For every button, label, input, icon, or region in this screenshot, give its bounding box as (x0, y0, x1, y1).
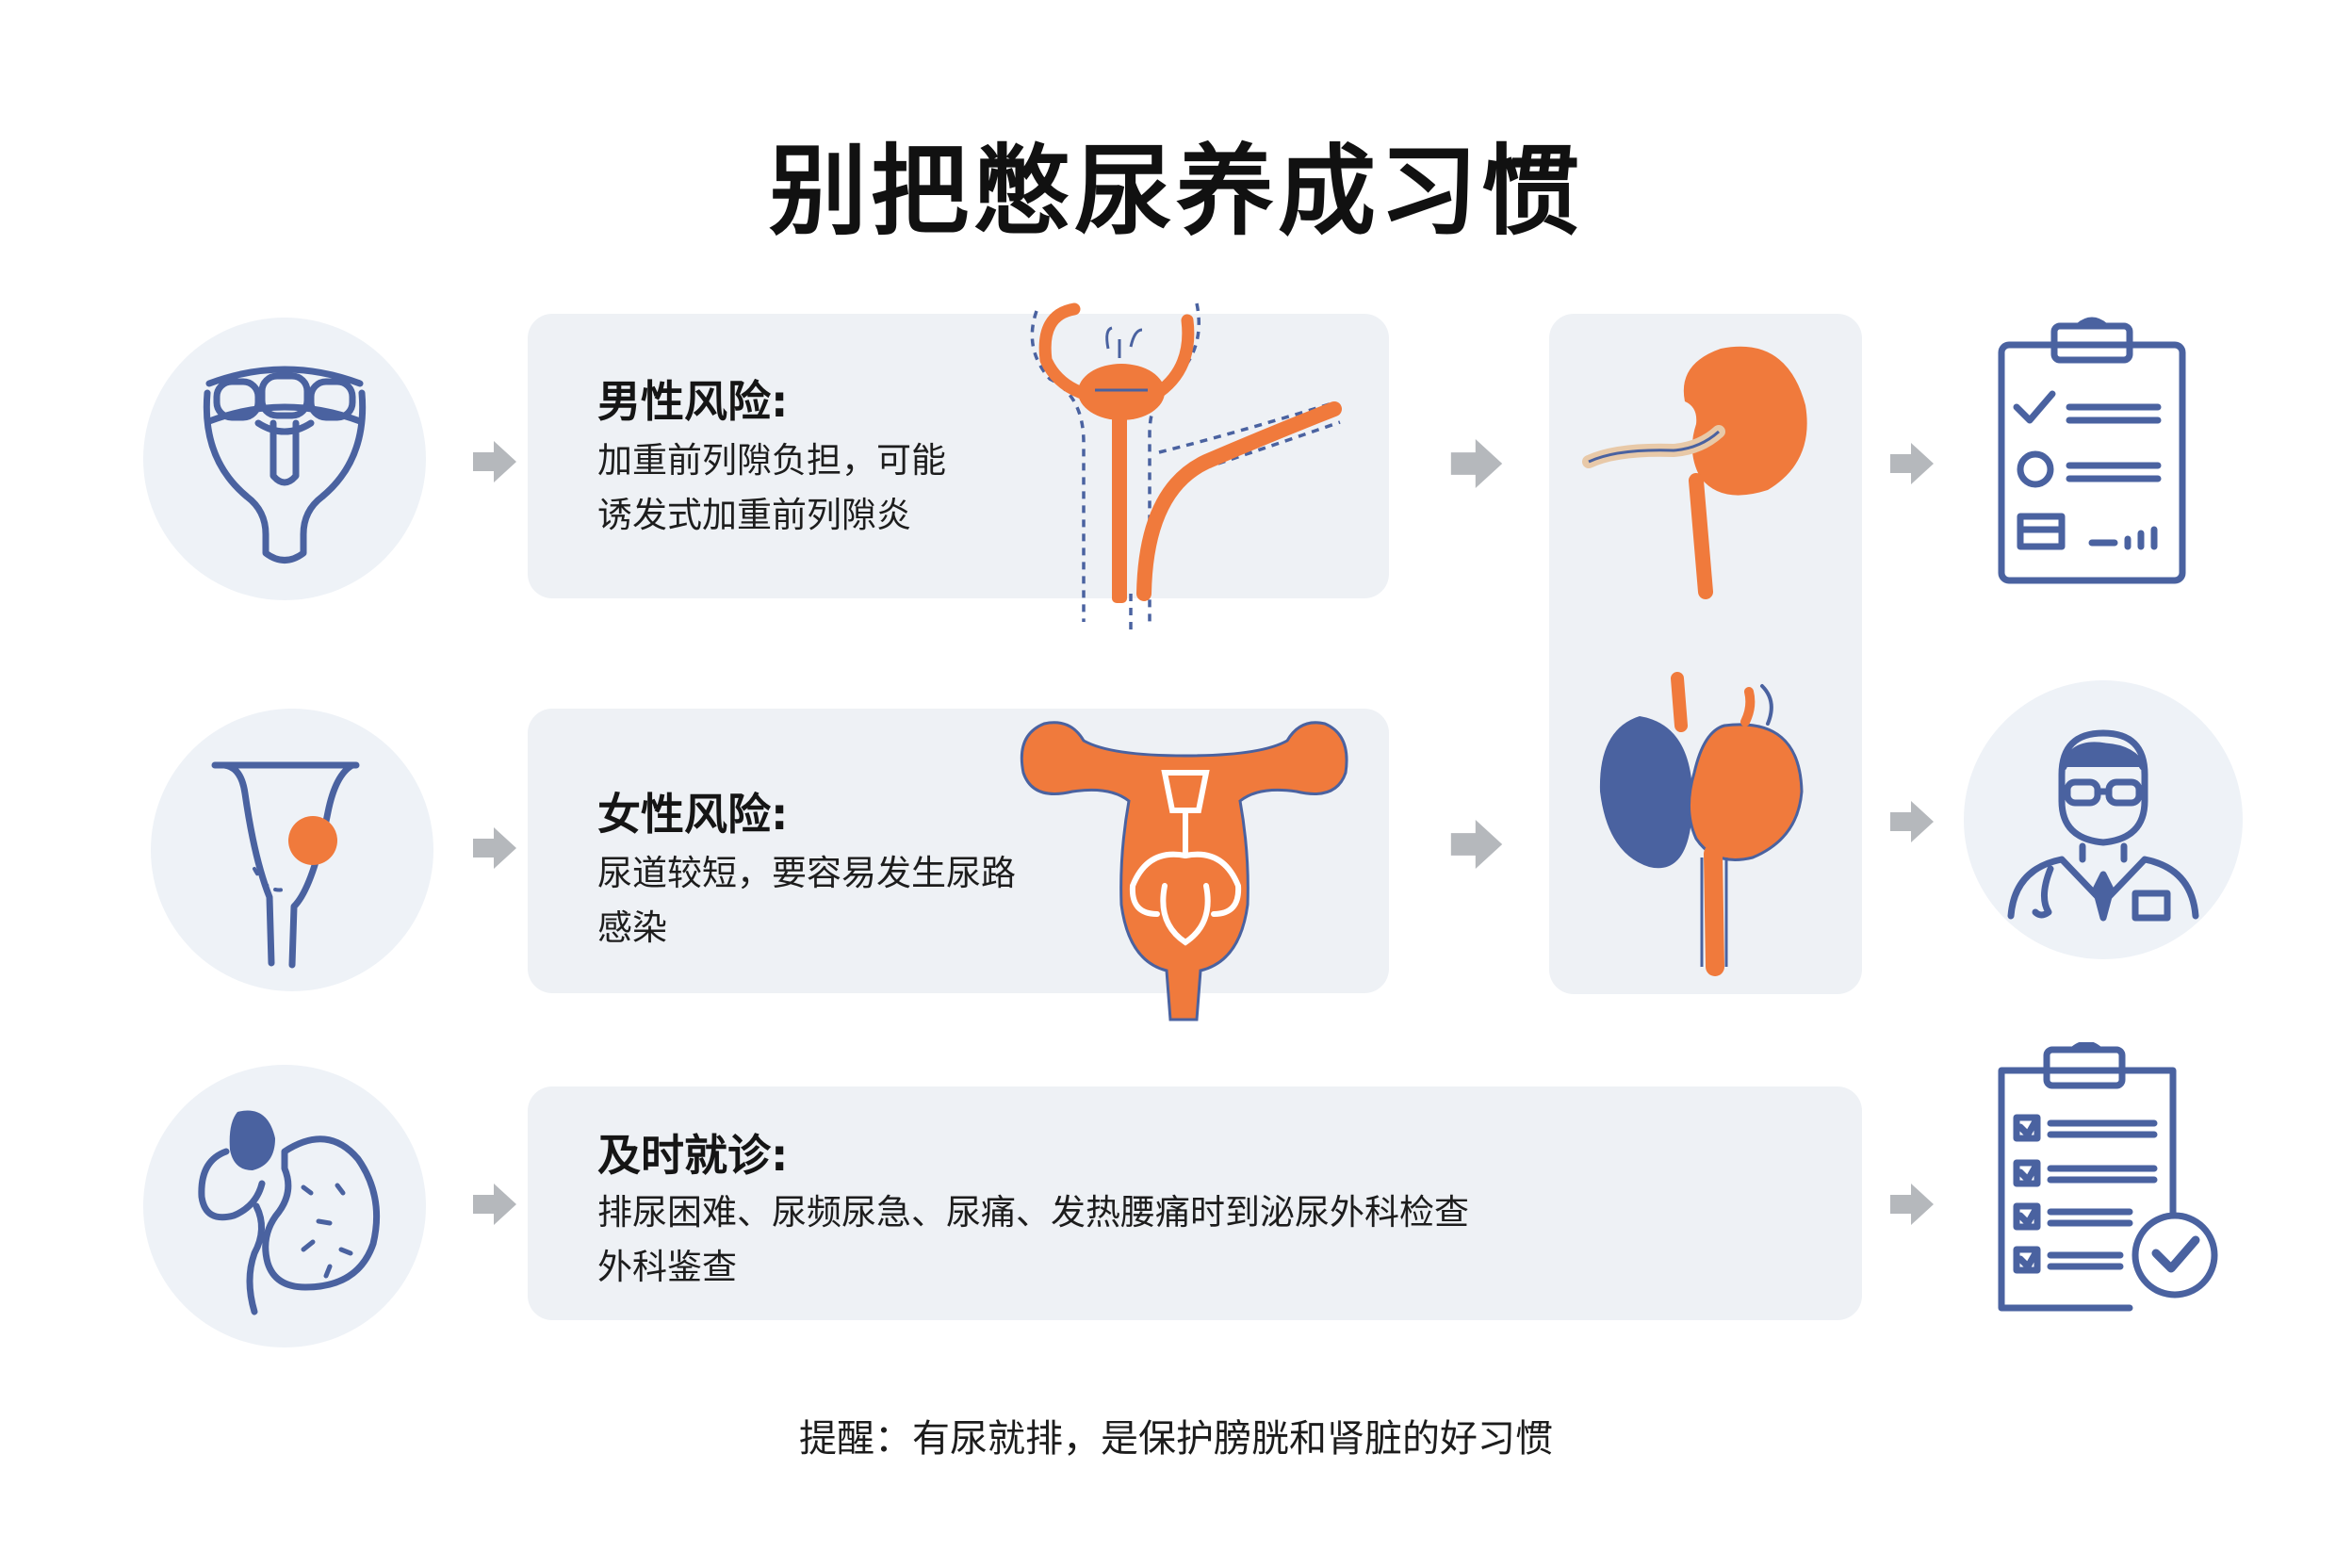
arrow-right-icon (473, 827, 516, 869)
kidney-ureter-icon (1579, 320, 1834, 603)
female-risk-line-1: 尿道较短，要容易发生尿路 (597, 853, 1016, 893)
funnel-bladder-icon (151, 709, 433, 991)
arrow-right-icon (473, 441, 516, 482)
page-title: 别把憋尿养成习惯 (768, 134, 1583, 249)
female-urinary-tract-icon (1006, 688, 1364, 1027)
kidney-outline-icon (143, 1065, 426, 1348)
see-doctor-heading: 及时就诊: (597, 1130, 789, 1181)
kidneys-bladder-icon (1583, 669, 1838, 989)
arrow-right-icon (1449, 439, 1504, 488)
reminder-text: 提醒：有尿就排，是保护膀胱和肾脏的好习惯 (799, 1417, 1553, 1461)
see-doctor-card (528, 1086, 1862, 1320)
male-risk-line-2: 诱发式加重前列隙炎 (597, 495, 911, 535)
arrow-right-icon (1449, 820, 1504, 869)
female-risk-text: 尿道较短，要容易发生尿路 感染 (597, 846, 1016, 956)
arrow-right-icon (473, 1184, 516, 1225)
clipboard-approved-icon (1988, 1042, 2233, 1319)
female-risk-line-2: 感染 (597, 907, 667, 948)
clipboard-checklist-icon (1988, 317, 2196, 590)
see-doctor-line-1: 排尿困难、尿频尿急、尿痛、发热腰痛时到泌尿外科检查 (597, 1192, 1469, 1233)
arrow-right-icon (1890, 1184, 1934, 1225)
male-risk-text: 加重前列隙负担，可能 诱发式加重前列隙炎 (597, 433, 946, 543)
arrow-right-icon (1890, 443, 1934, 484)
see-doctor-line-2: 外科鉴查 (597, 1247, 737, 1287)
doctor-icon (1964, 680, 2243, 959)
male-risk-heading: 男性风险: (597, 376, 789, 427)
male-urinary-tract-icon (1018, 292, 1357, 641)
bladder-outline-icon (143, 318, 426, 600)
female-risk-heading: 女性风险: (597, 789, 789, 840)
arrow-right-icon (1890, 801, 1934, 842)
male-risk-line-1: 加重前列隙负担，可能 (597, 440, 946, 481)
see-doctor-text: 排尿困难、尿频尿急、尿痛、发热腰痛时到泌尿外科检查 外科鉴查 (597, 1185, 1469, 1295)
